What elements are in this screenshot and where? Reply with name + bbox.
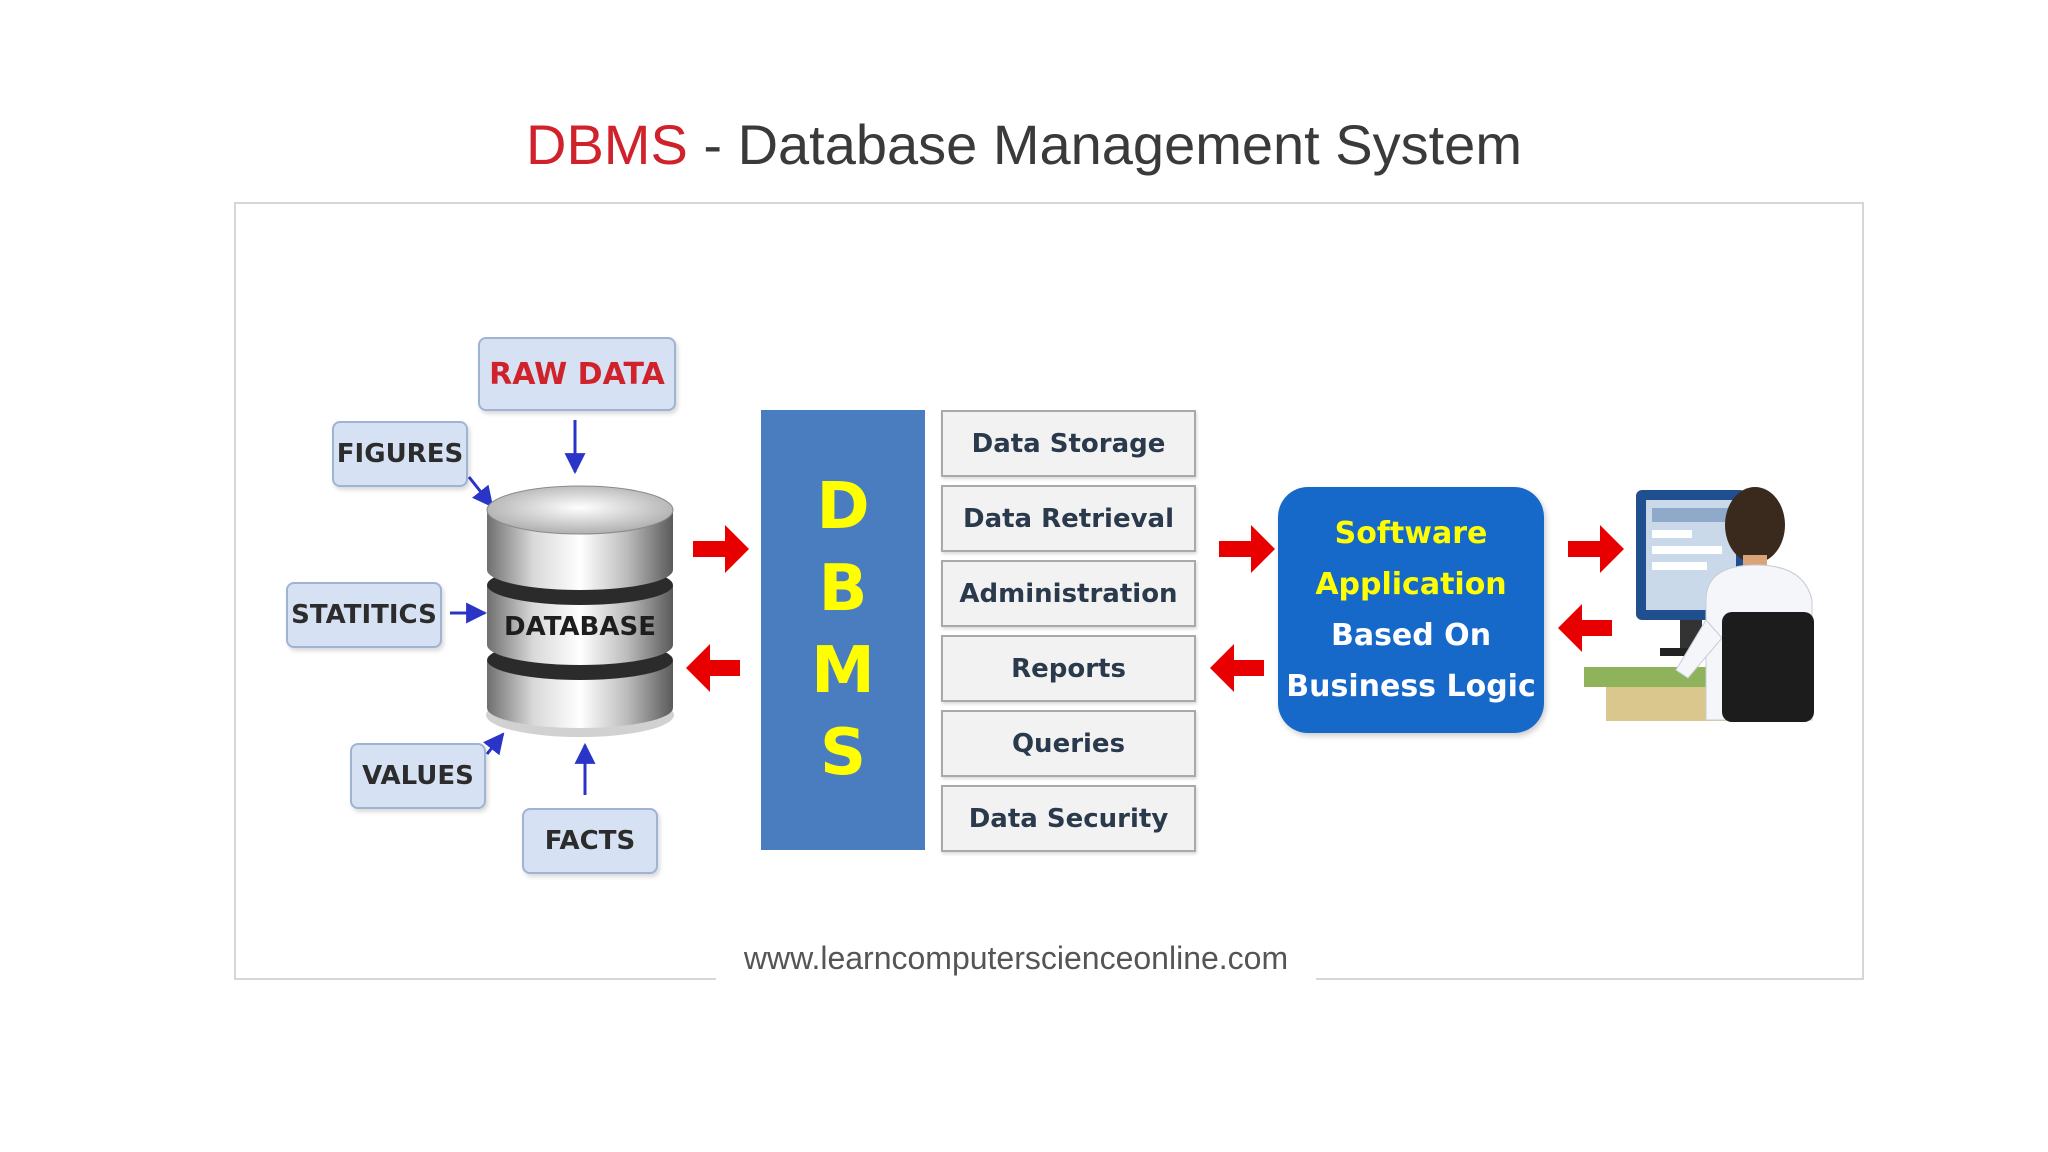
dbms-box: D B M S <box>761 410 925 850</box>
software-line-2: Application <box>1315 567 1507 602</box>
dbms-letter: B <box>818 552 868 626</box>
software-application-box: Software Application Based On Business L… <box>1278 487 1544 733</box>
dbms-letter: D <box>816 470 870 544</box>
software-line-4: Business Logic <box>1286 669 1536 704</box>
software-line-3: Based On <box>1330 618 1492 653</box>
red-arrow-left-icon <box>686 644 740 692</box>
dbms-letter: S <box>819 716 867 790</box>
red-arrow-right-icon <box>1219 525 1275 573</box>
database-cylinder-icon <box>486 485 674 737</box>
title-accent: DBMS <box>526 113 688 176</box>
user-at-computer-icon <box>1584 487 1814 722</box>
values-box: VALUES <box>350 743 486 809</box>
website-url: www.learncomputerscienceonline.com <box>716 935 1316 981</box>
red-arrow-left-icon <box>1210 644 1264 692</box>
input-arrows <box>450 420 596 795</box>
red-arrow-right-icon <box>693 525 749 573</box>
figures-box: FIGURES <box>332 421 468 487</box>
software-line-1: Software <box>1334 516 1488 551</box>
red-arrows <box>686 525 1624 692</box>
red-arrow-left-icon <box>1558 604 1612 652</box>
facts-box: FACTS <box>522 808 658 874</box>
red-arrow-right-icon <box>1568 525 1624 573</box>
function-administration: Administration <box>941 560 1196 627</box>
function-data-retrieval: Data Retrieval <box>941 485 1196 552</box>
arrow-values <box>482 732 505 756</box>
page-title: DBMS - Database Management System <box>0 112 2048 177</box>
statitics-box: STATITICS <box>286 582 442 648</box>
dbms-letter: M <box>811 634 875 708</box>
arrow-figures <box>467 476 494 508</box>
title-rest: - Database Management System <box>687 113 1522 176</box>
database-label: DATABASE <box>504 612 656 642</box>
function-data-security: Data Security <box>941 785 1196 852</box>
raw-data-box: RAW DATA <box>478 337 676 411</box>
function-reports: Reports <box>941 635 1196 702</box>
function-data-storage: Data Storage <box>941 410 1196 477</box>
function-queries: Queries <box>941 710 1196 777</box>
